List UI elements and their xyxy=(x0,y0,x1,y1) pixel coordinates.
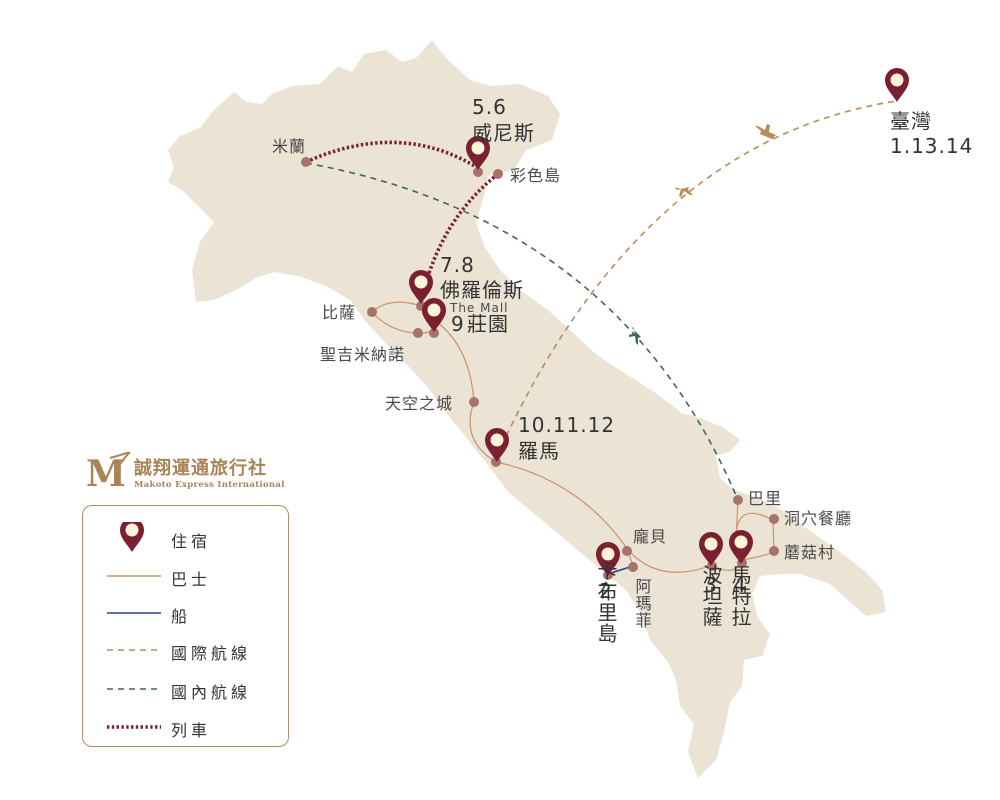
international-flight-route xyxy=(496,100,898,457)
place-label-pompeii: 龐貝 xyxy=(633,527,667,546)
dot-civita xyxy=(469,397,479,407)
dot-pisa xyxy=(367,307,377,317)
dot-bari xyxy=(733,495,743,505)
place-label-amalfi: 阿瑪菲 xyxy=(633,578,652,629)
legend-item-boat: 船 xyxy=(83,597,288,629)
stay-pins xyxy=(409,68,909,576)
pin-icon xyxy=(409,270,433,304)
bus-line-symbol xyxy=(107,575,161,577)
dot-sangimignano xyxy=(413,328,423,338)
brand-subtitle: Makoto Express International xyxy=(134,480,285,490)
stay-name-matera: 馬特拉 xyxy=(728,565,752,628)
legend-item-bus: 巴士 xyxy=(83,560,288,592)
legend-label-bus: 巴士 xyxy=(171,570,212,589)
domestic-flight-line-symbol xyxy=(107,688,161,690)
stay-number-themall: 9 xyxy=(451,312,465,336)
pin-icon xyxy=(485,428,509,462)
dot-amalfi xyxy=(628,562,638,572)
attraction-dots xyxy=(301,157,779,580)
stay-number-potenza: 3 xyxy=(704,573,718,597)
pin-icon xyxy=(422,298,446,332)
domestic-flight-route xyxy=(305,162,739,501)
legend-label-intl-flight: 國際航線 xyxy=(171,644,252,663)
legend: 住宿 巴士 船 國際航線 國內航線 列車 xyxy=(82,505,289,747)
pin-icon xyxy=(466,136,490,170)
plane-icon xyxy=(629,327,641,345)
gargano-peninsula xyxy=(676,412,740,456)
pin-icon xyxy=(596,542,620,576)
stay-name-rome: 羅馬 xyxy=(518,439,560,463)
legend-item-intl-flight: 國際航線 xyxy=(83,634,288,666)
dot-venice xyxy=(473,167,483,177)
stay-name-taiwan: 臺灣 xyxy=(890,109,932,133)
stay-name-florence: 佛羅倫斯 xyxy=(440,278,524,302)
stay-number-matera: 4 xyxy=(733,573,747,597)
plane-icon xyxy=(675,187,693,197)
dot-themall xyxy=(429,328,439,338)
pin-icon xyxy=(729,530,753,564)
dot-burano xyxy=(493,169,503,179)
boat-line-symbol xyxy=(107,612,161,614)
stay-name-venice: 威尼斯 xyxy=(472,121,535,145)
stay-note-themall: The Mall xyxy=(449,301,509,315)
brand-logo-icon: M xyxy=(86,452,131,492)
place-label-bari: 巴里 xyxy=(748,489,782,508)
place-label-cave: 洞穴餐廳 xyxy=(784,509,852,528)
brand-logo: M 誠翔運通旅行社 Makoto Express International xyxy=(84,452,304,494)
train-route-milan-venice xyxy=(305,140,479,170)
train-line-symbol xyxy=(107,725,161,729)
stay-name-capri: 卡布里島 xyxy=(594,560,618,644)
pin-icon xyxy=(885,68,909,102)
stay-number-venice: 5.6 xyxy=(472,95,507,119)
stay-number-florence: 7.8 xyxy=(440,253,475,277)
legend-item-domestic-flight: 國內航線 xyxy=(83,673,288,705)
svg-text:M: M xyxy=(86,453,126,492)
stay-name-potenza: 波坦薩 xyxy=(699,564,723,627)
stay-number-taiwan: 1.13.14 xyxy=(890,134,973,158)
dot-cave xyxy=(769,514,779,524)
legend-item-stay: 住宿 xyxy=(83,522,288,554)
legend-label-boat: 船 xyxy=(171,607,192,626)
place-label-milan: 米蘭 xyxy=(272,137,306,156)
place-label-sangimignano: 聖吉米納諾 xyxy=(320,345,405,364)
legend-item-train: 列車 xyxy=(83,711,288,743)
pin-icon xyxy=(120,522,144,552)
stay-number-capri: 2 xyxy=(599,579,613,603)
dot-pompeii xyxy=(622,546,632,556)
place-label-civita: 天空之城 xyxy=(385,394,453,413)
place-label-burano: 彩色島 xyxy=(510,166,561,185)
place-label-pisa: 比薩 xyxy=(322,303,356,322)
pin-icon xyxy=(699,532,723,566)
italy-mainland xyxy=(168,40,886,778)
brand-name: 誠翔運通旅行社 xyxy=(134,458,267,479)
legend-label-train: 列車 xyxy=(171,721,212,740)
place-label-alberobello: 蘑菇村 xyxy=(784,543,835,562)
intl-flight-line-symbol xyxy=(107,649,161,651)
legend-label-domestic-flight: 國內航線 xyxy=(171,683,252,702)
plane-icon xyxy=(755,124,776,139)
dot-alberobello xyxy=(769,546,779,556)
legend-label-stay: 住宿 xyxy=(171,532,212,551)
stay-name-themall: 莊園 xyxy=(467,312,509,336)
stay-number-rome: 10.11.12 xyxy=(518,413,615,437)
dot-milan xyxy=(301,157,311,167)
